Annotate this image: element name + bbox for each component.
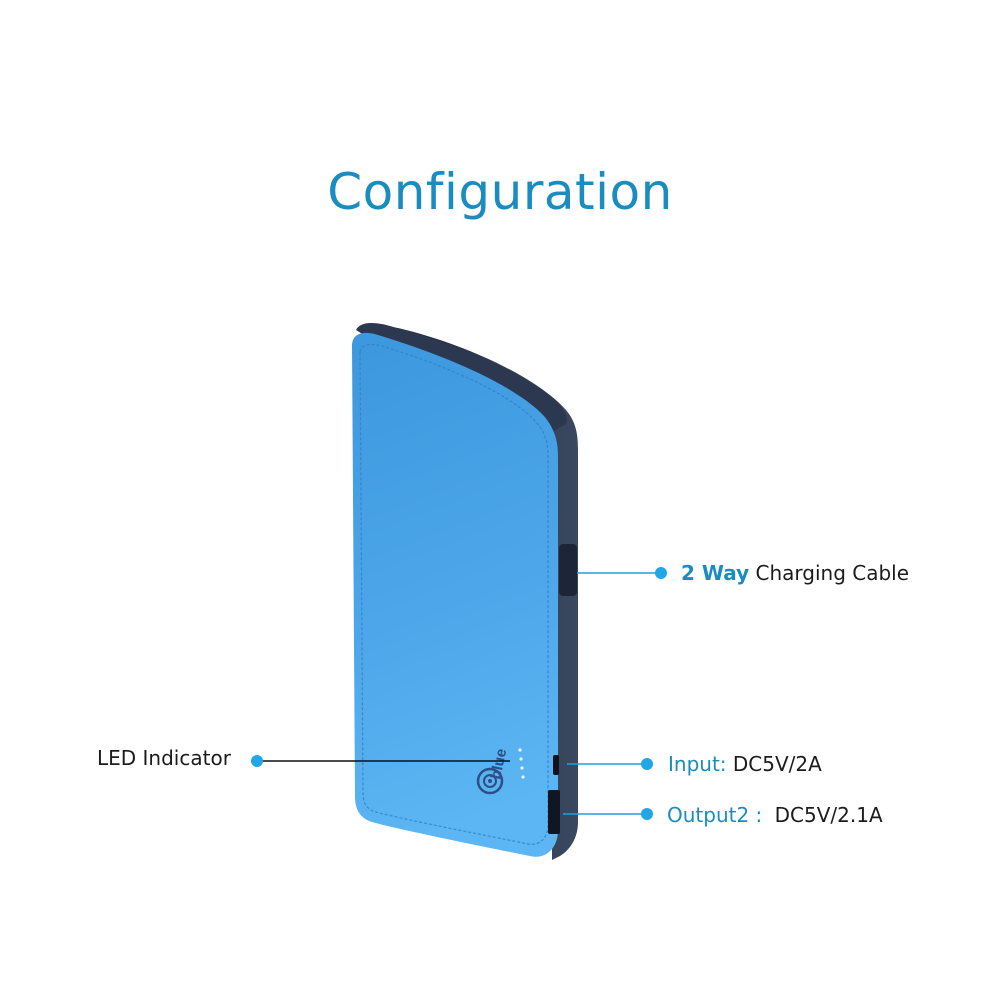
charging-cable-slot: [559, 544, 577, 596]
led-callout-label: LED Indicator: [97, 746, 231, 770]
output-callout-dot: [641, 808, 653, 820]
cable-callout-dot: [655, 567, 667, 579]
input-label: Input:: [668, 752, 727, 776]
power-bank-stitching: [359, 343, 549, 845]
cable-emphasis: 2 Way: [681, 561, 750, 585]
brand-logo: blue: [476, 747, 510, 795]
power-bank-body: [352, 332, 558, 857]
cable-text: Charging Cable: [755, 561, 910, 585]
output-value: DC5V/2.1A: [774, 803, 883, 827]
brand-wordmark: blue: [487, 747, 510, 781]
page-title: Configuration: [327, 163, 673, 221]
micro-usb-port: [553, 755, 559, 775]
input-value: DC5V/2A: [732, 752, 822, 776]
output-callout-label: Output2 : DC5V/2.1A: [667, 803, 883, 827]
input-callout-label: Input: DC5V/2A: [668, 752, 822, 776]
led-callout-dot: [251, 755, 263, 767]
input-callout-dot: [641, 758, 653, 770]
cable-callout-label: 2 Way Charging Cable: [681, 561, 909, 585]
led-indicator-dots: [518, 748, 525, 779]
output-label: Output2 :: [667, 803, 763, 827]
usb-output-port: [548, 790, 560, 834]
